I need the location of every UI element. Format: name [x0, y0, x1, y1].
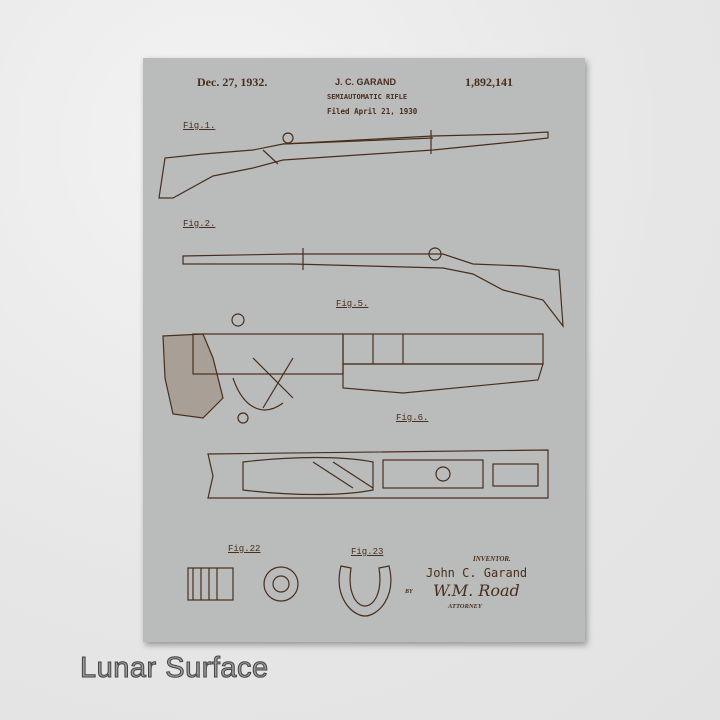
fig-2-label: Fig.2.: [183, 219, 216, 229]
by-label: BY: [405, 589, 413, 595]
attorney-label: ATTORNEY: [448, 603, 482, 610]
inventor-header: J. C. GARAND: [335, 77, 397, 87]
fig-1-label: Fig.1.: [183, 121, 216, 131]
patent-date: Dec. 27, 1932.: [197, 75, 268, 89]
attorney-signature: W.M. Road: [433, 581, 520, 600]
patent-title: SEMIAUTOMATIC RIFLE: [327, 93, 408, 101]
fig-23-label: Fig.23: [351, 547, 384, 557]
patent-print: Dec. 27, 1932. J. C. GARAND 1,892,141 SE…: [143, 58, 585, 642]
patent-drawings: [158, 130, 564, 617]
filed-date: Filed April 21, 1930: [327, 107, 418, 116]
inventor-label: INVENTOR.: [473, 555, 511, 563]
color-variant-caption: Lunar Surface: [80, 652, 269, 685]
fig-22-label: Fig.22: [228, 544, 261, 554]
fig-5-label: Fig.5.: [336, 299, 369, 309]
inventor-name: John C. Garand: [426, 566, 528, 580]
fig-6-label: Fig.6.: [396, 413, 429, 423]
patent-number: 1,892,141: [465, 75, 513, 89]
